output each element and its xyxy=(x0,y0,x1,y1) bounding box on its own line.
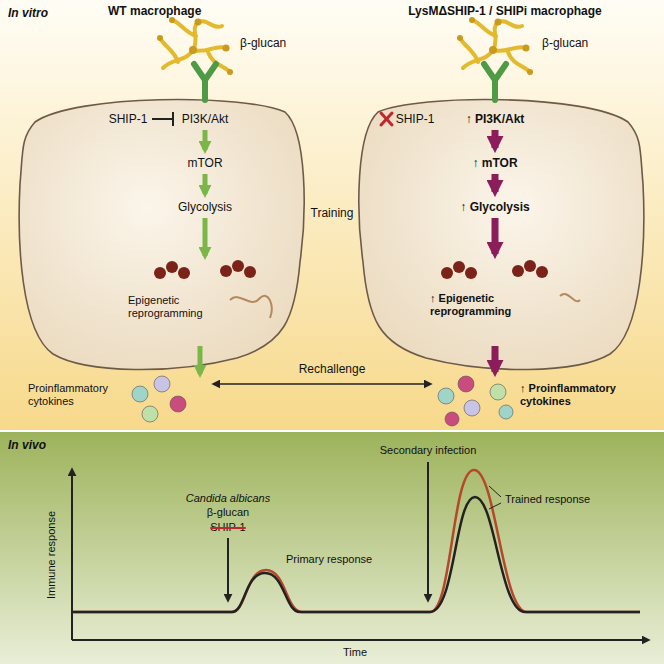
knockout-cross xyxy=(381,113,392,125)
phase-label: Training xyxy=(311,206,354,220)
cytokine-dots xyxy=(132,376,513,426)
ribosome-symbol xyxy=(441,267,453,279)
curve-label: Primary response xyxy=(286,553,372,566)
cell-outline xyxy=(19,100,304,370)
pathway-arrow xyxy=(492,130,499,148)
event-label: Secondary infection xyxy=(380,444,477,457)
axis-label: Immune response xyxy=(45,511,58,599)
pathway-arrow xyxy=(203,174,208,194)
pathway-arrow xyxy=(492,218,499,254)
pathway-step: SHIP-1 xyxy=(109,112,148,126)
cytokine-dots xyxy=(458,376,474,392)
graph-axes xyxy=(72,639,648,641)
ribosome-symbol xyxy=(154,260,548,279)
graph-axes xyxy=(72,470,648,640)
cell-outline xyxy=(15,92,305,374)
knockout-cross xyxy=(381,113,392,125)
panel-band: In vivo xyxy=(0,432,664,664)
knockout-label: SHIP-1 xyxy=(210,521,245,534)
pathway-step: SHIP-1 xyxy=(396,112,435,126)
cell-outline xyxy=(358,92,648,374)
cell-outline xyxy=(359,100,644,370)
glucan-figure xyxy=(457,17,533,75)
rechallenge-arrow xyxy=(214,383,430,385)
pathway-arrow xyxy=(492,174,499,192)
cell-heading: LysMΔSHIP-1 / SHIPi macrophage xyxy=(408,4,602,18)
rechallenge-arrow xyxy=(214,383,430,385)
pathway-step: mTOR xyxy=(187,156,222,170)
cytokine-dots xyxy=(445,412,459,426)
output-label: ↑ Proinflammatory cytokines xyxy=(520,382,645,408)
pathway-step: Glycolysis xyxy=(178,200,232,214)
chromatin xyxy=(230,296,272,318)
axis-label: Time xyxy=(343,646,367,659)
phase-label: Rechallenge xyxy=(299,362,366,376)
ribosome-symbol xyxy=(178,267,190,279)
pathway-step: PI3K/Akt xyxy=(182,112,229,126)
pathway-arrow xyxy=(203,130,208,150)
stimulus-label: β-glucan xyxy=(207,506,249,519)
inhibition-symbol xyxy=(152,118,172,120)
event-arrow xyxy=(427,462,429,600)
leader-line xyxy=(489,486,501,509)
response-curve xyxy=(72,470,640,612)
curve-label: Trained response xyxy=(505,493,590,506)
event-arrow xyxy=(228,462,428,600)
ribosome-symbol xyxy=(524,260,536,272)
receptor-symbol xyxy=(484,64,506,100)
pathway-step: ↑ PI3K/Akt xyxy=(466,112,525,126)
ribosome-symbol xyxy=(154,267,166,279)
pathway-arrow xyxy=(203,218,208,256)
ribosome-symbol xyxy=(220,265,232,277)
ligand-label: β-glucan xyxy=(542,36,588,50)
panel-title: In vitro xyxy=(8,6,48,20)
panel-title: In vivo xyxy=(8,438,46,452)
chromatin xyxy=(230,294,580,318)
macrophage-cell: ↑ Epigenetic reprogramming SHIP-1 ↑ PI3K/A… xyxy=(358,92,648,374)
cytokine-dots xyxy=(464,400,480,416)
event-arrow xyxy=(227,538,229,600)
chromatin xyxy=(560,294,580,301)
inhibition-symbol xyxy=(172,112,174,126)
pathway-arrow xyxy=(492,346,499,372)
cytokine-dots xyxy=(132,386,148,402)
cell-heading: WT macrophage xyxy=(108,4,201,18)
response-curve xyxy=(72,497,640,612)
knockout-cross xyxy=(381,113,392,125)
receptor-symbol xyxy=(194,64,216,100)
leader-line xyxy=(489,486,501,497)
stimulus-label: Candida albicans xyxy=(186,492,270,505)
pathway-arrow xyxy=(492,130,499,372)
ribosome-symbol xyxy=(232,260,244,272)
leader-line xyxy=(489,503,501,509)
nucleus-label: Epigenetic reprogramming xyxy=(128,294,223,320)
ribosome-symbol xyxy=(536,266,548,278)
ribosome-symbol xyxy=(166,261,178,273)
macrophage-cell: Epigenetic reprogramming SHIP-1 PI3K/Akt mT… xyxy=(15,92,305,374)
cytokine-dots xyxy=(438,388,454,404)
glucan-figure xyxy=(157,17,533,75)
inhibition-symbol xyxy=(152,112,173,126)
ribosome-symbol xyxy=(512,265,524,277)
ribosome-symbol xyxy=(244,266,256,278)
cytokine-dots xyxy=(490,384,506,400)
glucan-figure xyxy=(157,17,233,75)
pathway-step: ↑ mTOR xyxy=(472,156,517,170)
pathway-step: ↑ Glycolysis xyxy=(460,200,529,214)
cytokine-dots xyxy=(170,396,186,412)
ribosome-symbol xyxy=(465,267,477,279)
cytokine-dots xyxy=(142,406,158,422)
graph-axes xyxy=(71,470,73,640)
ligand-label: β-glucan xyxy=(240,36,286,50)
cytokine-dots xyxy=(154,376,170,392)
receptor-symbol xyxy=(194,64,506,100)
ribosome-symbol xyxy=(453,261,465,273)
cytokine-dots xyxy=(499,405,513,419)
response-curve xyxy=(72,470,640,612)
output-label: Proinflammatory cytokines xyxy=(28,382,123,408)
pathway-arrow xyxy=(200,130,205,374)
nucleus-label: ↑ Epigenetic reprogramming xyxy=(430,292,555,318)
pathway-arrow xyxy=(198,346,203,374)
